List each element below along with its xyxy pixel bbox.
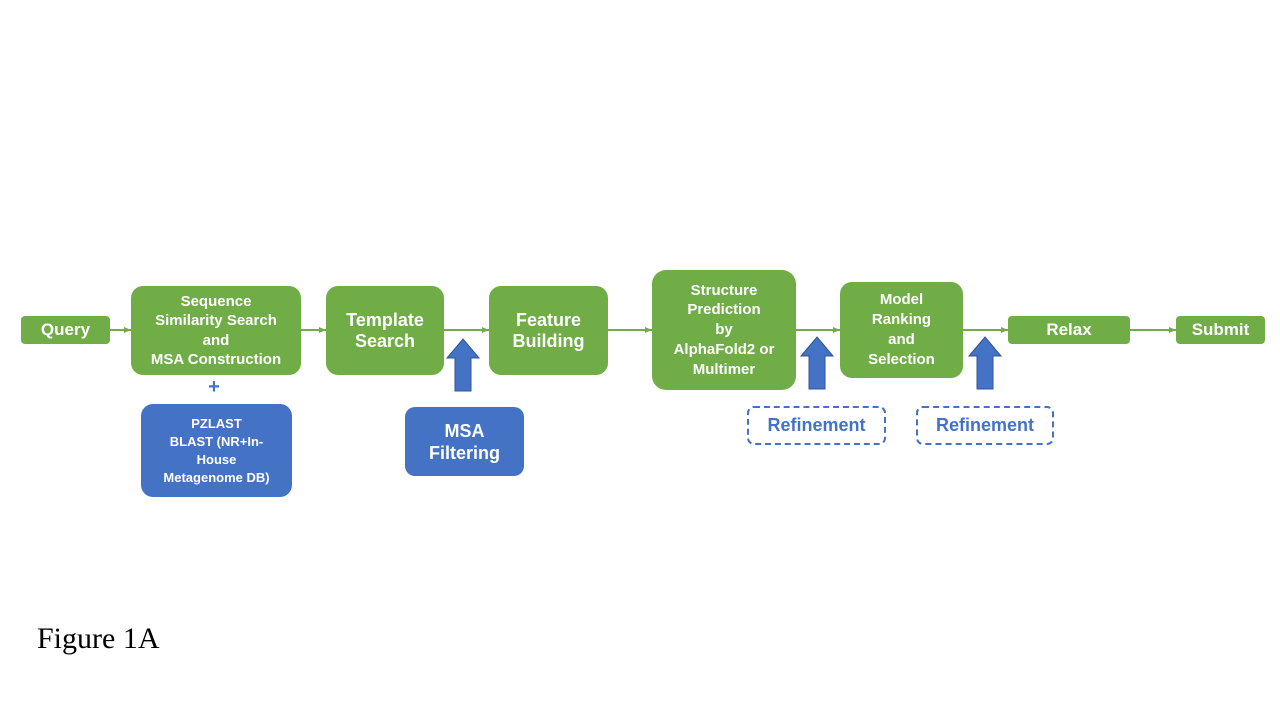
feature-building-box: Feature Building [489, 286, 608, 375]
template-search-box: Template Search [326, 286, 444, 375]
up-arrow-refinement-2 [967, 336, 1003, 390]
query-box: Query [21, 316, 110, 344]
plus-sign: + [208, 376, 220, 398]
submit-box: Submit [1176, 316, 1265, 344]
up-arrow-msa-filtering [445, 338, 481, 392]
structure-prediction-box: Structure Prediction by AlphaFold2 or Mu… [652, 270, 796, 390]
up-arrow-refinement-1 [799, 336, 835, 390]
database-box: PZLAST BLAST (NR+In- House Metagenome DB… [141, 404, 292, 497]
refinement-box-1: Refinement [747, 406, 886, 445]
model-ranking-box: Model Ranking and Selection [840, 282, 963, 378]
refinement-box-2: Refinement [916, 406, 1054, 445]
sequence-search-box: Sequence Similarity Search and MSA Const… [131, 286, 301, 375]
msa-filtering-box: MSA Filtering [405, 407, 524, 476]
figure-caption: Figure 1A [37, 622, 160, 655]
relax-box: Relax [1008, 316, 1130, 344]
